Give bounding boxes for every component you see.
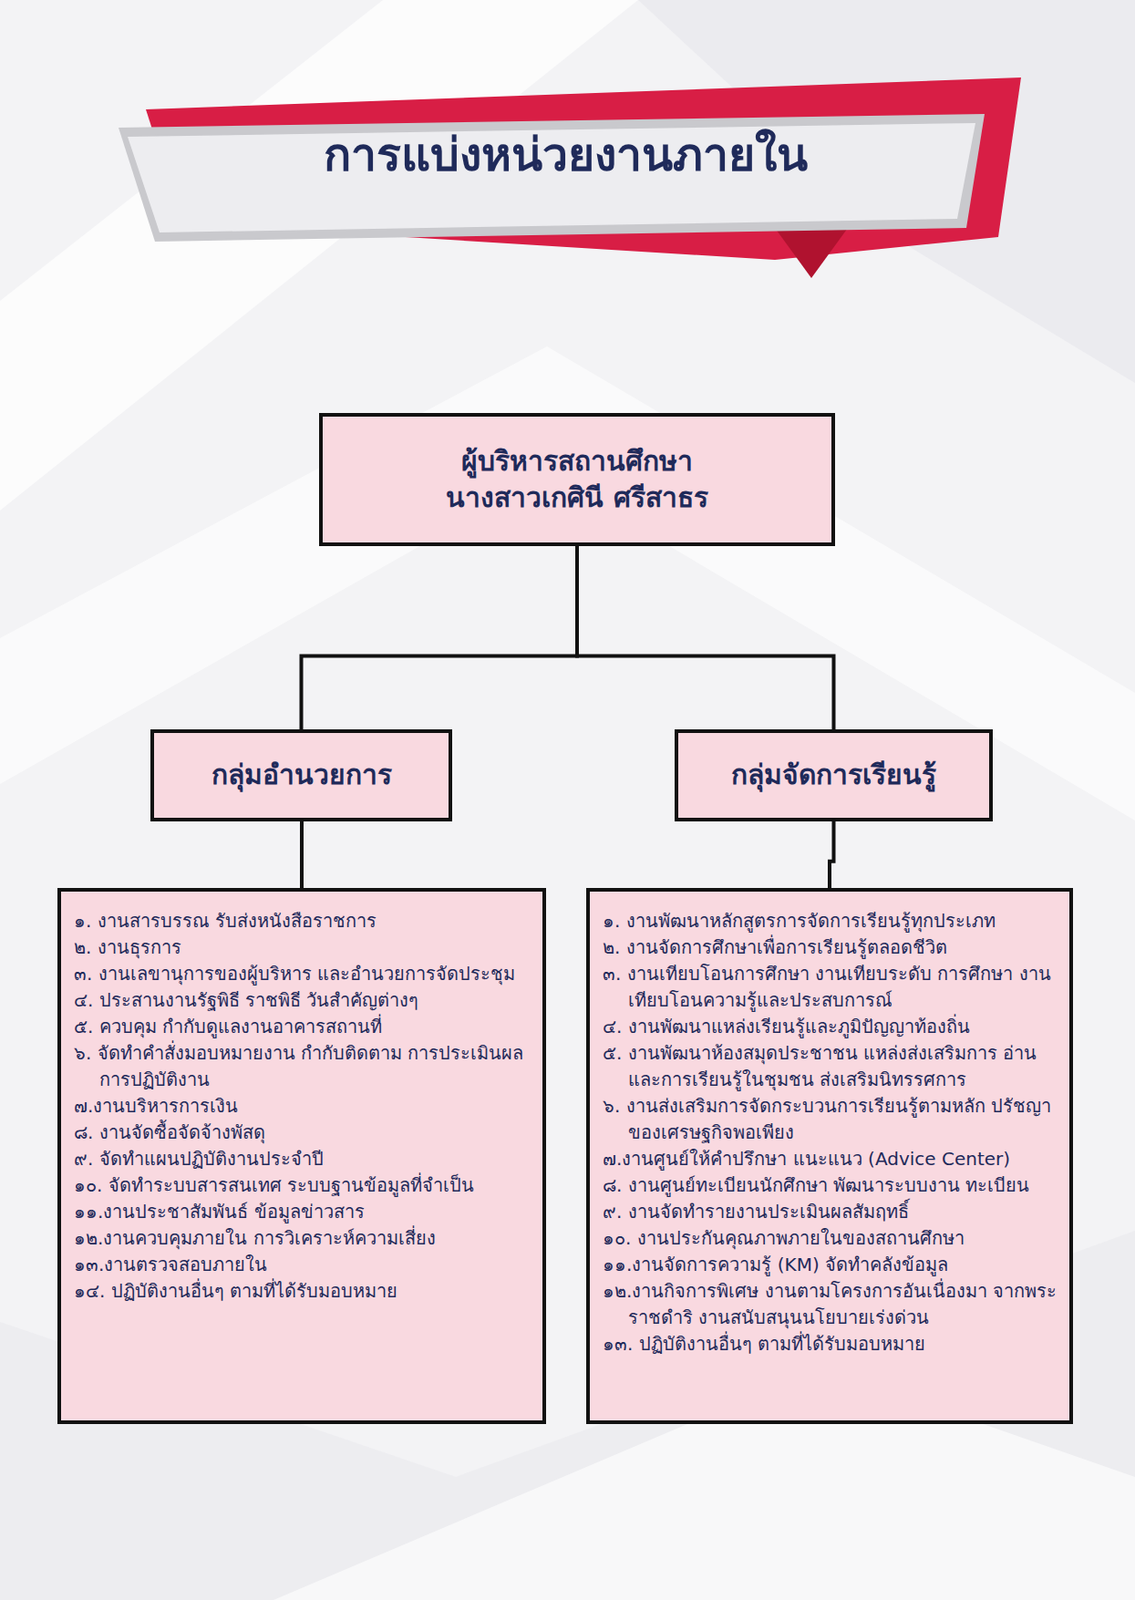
box-heading: ผู้บริหารสถานศึกษา: [461, 443, 693, 481]
duty-item: ๖. งานส่งเสริมการจัดกระบวนการเรียนรู้ตาม…: [602, 1093, 1061, 1146]
duty-item: ๑๒.งานกิจการพิเศษ งานตามโครงการอันเนื่อง…: [602, 1278, 1061, 1332]
group-box: กลุ่มอำนวยการ: [150, 729, 453, 822]
duty-item: ๖. จัดทำคำสั่งมอบหมายงาน กำกับติดตาม การ…: [73, 1040, 534, 1094]
org-connector: [299, 821, 304, 888]
org-connector: [577, 546, 835, 730]
duty-item: ๑๑.งานจัดการความรู้ (KM) จัดทำคลังข้อมูล: [602, 1251, 1061, 1279]
duty-item: ๑๓. ปฏิบัติงานอื่นๆ ตามที่ได้รับมอบหมาย: [602, 1331, 1061, 1358]
duty-item: ๑๔. ปฏิบัติงานอื่นๆ ตามที่ได้รับมอบหมาย: [73, 1278, 534, 1305]
duty-item: ๓. งานเลขานุการของผู้บริหาร และอำนวยการจ…: [73, 960, 534, 988]
duty-list-box: ๑. งานพัฒนาหลักสูตรการจัดการเรียนรู้ทุกป…: [586, 887, 1074, 1424]
box-heading: นางสาวเกศินี ศรีสาธร: [445, 479, 708, 517]
box-heading: กลุ่มจัดการเรียนรู้: [731, 756, 937, 795]
duty-item: ๑. งานพัฒนาหลักสูตรการจัดการเรียนรู้ทุกป…: [602, 908, 1061, 935]
duty-item: ๒. งานธุรการ: [73, 934, 534, 961]
group-box: กลุ่มจัดการเรียนรู้: [674, 729, 993, 822]
page-title: การแบ่งหน่วยงานภายใน: [209, 127, 921, 183]
duty-item: ๑๐. งานประกันคุณภาพภายในของสถานศึกษา: [602, 1225, 1061, 1252]
duty-item: ๘. งานจัดซื้อจัดจ้างพัสดุ: [73, 1119, 534, 1146]
duty-item: ๔. ประสานงานรัฐพิธี ราชพิธี วันสำคัญต่าง…: [73, 987, 534, 1014]
duty-item: ๗.งานศูนย์ให้คำปรึกษา แนะแนว (Advice Cen…: [602, 1145, 1061, 1173]
duty-item: ๙. จัดทำแผนปฏิบัติงานประจำปี: [73, 1145, 534, 1173]
duty-item: ๕. ควบคุม กำกับดูแลงานอาคารสถานที่: [73, 1013, 534, 1041]
duty-item: ๒. งานจัดการศึกษาเพื่อการเรียนรู้ตลอดชีว…: [602, 934, 1061, 961]
duty-item: ๑๒.งานควบคุมภายใน การวิเคราะห์ความเสี่ยง: [73, 1225, 534, 1252]
duty-item: ๓. งานเทียบโอนการศึกษา งานเทียบระดับ การ…: [602, 960, 1061, 1014]
org-connector: [301, 546, 578, 730]
duty-item: ๙. งานจัดทำรายงานประเมินผลสัมฤทธิ์: [602, 1198, 1061, 1226]
duty-item: ๑๐. จัดทำระบบสารสนเทศ ระบบฐานข้อมูลที่จำ…: [73, 1172, 534, 1199]
duty-item: ๕. งานพัฒนาห้องสมุดประชาชน แหล่งส่งเสริม…: [602, 1040, 1061, 1094]
box-heading: กลุ่มอำนวยการ: [211, 756, 393, 795]
duty-list-box: ๑. งานสารบรรณ รับส่งหนังสือราชการ๒. งานธ…: [57, 887, 547, 1424]
duty-item: ๑. งานสารบรรณ รับส่งหนังสือราชการ: [73, 908, 534, 935]
duty-item: ๑๓.งานตรวจสอบภายใน: [73, 1251, 534, 1279]
duty-item: ๑๑.งานประชาสัมพันธ์ ข้อมูลข่าวสาร: [73, 1198, 534, 1226]
duty-item: ๗.งานบริหารการเงิน: [73, 1093, 534, 1120]
duty-item: ๔. งานพัฒนาแหล่งเรียนรู้และภูมิปัญญาท้อง…: [602, 1013, 1061, 1041]
org-connector: [829, 821, 835, 888]
director-box: ผู้บริหารสถานศึกษานางสาวเกศินี ศรีสาธร: [319, 412, 836, 547]
duty-item: ๘. งานศูนย์ทะเบียนนักศึกษา พัฒนาระบบงาน …: [602, 1172, 1061, 1199]
